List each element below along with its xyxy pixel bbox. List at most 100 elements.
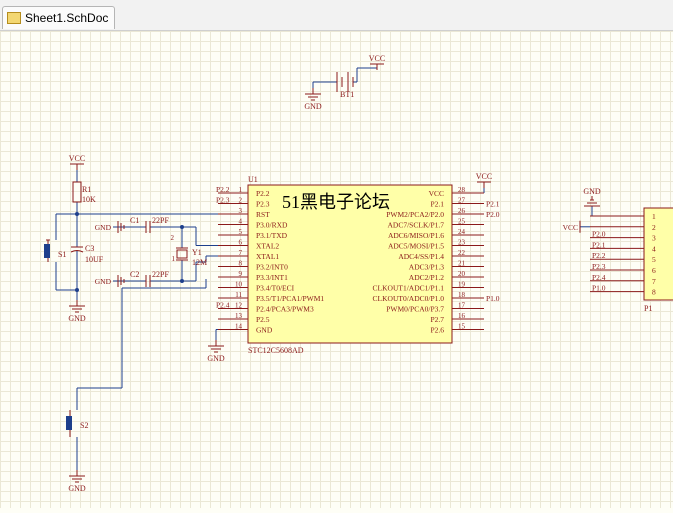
mcu-pin-number: 5 <box>239 228 243 236</box>
vcc-label: VCC <box>69 154 85 163</box>
mcu-pin-number: 19 <box>458 281 466 289</box>
p1-net-P1.0: P1.0 <box>592 284 606 293</box>
mcu-pin-number: 24 <box>458 228 466 236</box>
mcu-pin-number: 12 <box>235 302 243 310</box>
c2-designator: C2 <box>130 270 139 279</box>
mcu-pin-number: 8 <box>239 260 243 268</box>
mcu-pin-number: 16 <box>458 312 466 320</box>
p1-pin-number: 6 <box>652 266 656 275</box>
mcu-pin-number: 11 <box>235 291 242 299</box>
mcu-pin-number: 6 <box>239 239 243 247</box>
p1-gnd-symbol <box>584 196 600 207</box>
p1-pin-number: 2 <box>652 223 656 232</box>
mcu-pin-number: 2 <box>239 197 243 205</box>
mcu-pin-name-25: ADC7/SCLK/P1.7 <box>388 221 445 230</box>
mcu-pin-number: 22 <box>458 249 466 257</box>
mcu-pin-number: 27 <box>458 197 466 205</box>
mcu-net-P2.1: P2.1 <box>486 200 500 209</box>
mcu-pin-name-19: CLKOUT1/ADC1/P1.1 <box>373 284 445 293</box>
s1-designator: S1 <box>58 250 66 259</box>
mcu-pin-name-20: ADC2/P1.2 <box>409 273 444 282</box>
mcu-pin-name-7: XTAL1 <box>256 252 279 261</box>
y1-pin1: 1 <box>172 255 176 263</box>
r1-body <box>72 181 82 203</box>
gnd-label: GND <box>68 314 86 323</box>
gnd-label: GND <box>207 354 225 363</box>
mcu-pin-name-18: CLKOUT0/ADC0/P1.0 <box>373 294 445 303</box>
s2-actuator <box>66 416 72 430</box>
mcu-pin-name-15: P2.6 <box>430 326 444 335</box>
mcu-pin-number: 21 <box>458 260 466 268</box>
mcu-pin-number: 4 <box>239 218 243 226</box>
y1-value: 12M <box>192 258 207 267</box>
mcu-gnd <box>208 340 224 353</box>
mcu-pin-number: 7 <box>239 249 243 257</box>
mcu-designator: U1 <box>248 175 258 184</box>
mcu-pin-name-16: P2.7 <box>430 315 444 324</box>
c3-designator: C3 <box>85 244 94 253</box>
p1-pin-number: 3 <box>652 234 656 243</box>
mcu-title-text: 51黑电子论坛 <box>282 192 390 212</box>
mcu-pin-number: 26 <box>458 207 466 215</box>
p1-pin-number: 4 <box>652 244 656 253</box>
mcu-pin-number: 3 <box>239 207 243 215</box>
s2-gnd <box>69 470 85 483</box>
mcu-pin-number: 20 <box>458 270 466 278</box>
bt1-designator: BT1 <box>340 90 354 99</box>
mcu-pin-name-22: ADC4/SS/P1.4 <box>398 252 444 261</box>
mcu-pin-name-1: P2.2 <box>256 189 270 198</box>
tab-sheet1-schdoc[interactable]: Sheet1.SchDoc <box>2 6 116 29</box>
mcu-pin-name-11: P3.5/T1/PCA1/PWM1 <box>256 294 324 303</box>
mcu-pin-name-27: P2.1 <box>430 200 444 209</box>
bt1-vcc <box>370 63 384 70</box>
mcu-pin-number: 1 <box>239 186 243 194</box>
mcu-pin-name-2: P2.3 <box>256 200 270 209</box>
mcu-pin-name-12: P2.4/PCA3/PWM3 <box>256 305 314 314</box>
mcu-pin-name-14: GND <box>256 326 273 335</box>
p1-net-P2.3: P2.3 <box>592 262 606 271</box>
mcu-pin-name-23: ADC5/MOSI/P1.5 <box>388 242 444 251</box>
p1-designator: P1 <box>644 304 652 313</box>
mcu-pin-number: 13 <box>235 312 243 320</box>
p1-gnd-label: GND <box>583 187 601 196</box>
reset-vcc <box>70 163 84 170</box>
mcu-pin-number: 14 <box>235 323 243 331</box>
mcu-net-P1.0: P1.0 <box>486 294 500 303</box>
mcu-pin-name-24: ADC6/MISO/P1.6 <box>388 231 444 240</box>
p1-pin-number: 5 <box>652 255 656 264</box>
mcu-part: STC12C5608AD <box>248 346 304 355</box>
vcc-label: VCC <box>369 54 385 63</box>
mcu-pin-number: 18 <box>458 291 466 299</box>
mcu-net-P2.4: P2.4 <box>216 301 230 310</box>
c2-value: 22PF <box>152 270 169 279</box>
s1-actuator <box>44 244 50 258</box>
mcu-pin-number: 15 <box>458 323 466 331</box>
p1-pin-number: 8 <box>652 288 656 297</box>
mcu-pin-name-6: XTAL2 <box>256 242 279 251</box>
r1-value: 10K <box>82 195 96 204</box>
p1-net-P2.4: P2.4 <box>592 273 606 282</box>
mcu-pin-number: 17 <box>458 302 466 310</box>
bt1-gnd <box>305 88 321 101</box>
mcu-pin-name-5: P3.1/TXD <box>256 231 288 240</box>
mcu-net-P2.3: P2.3 <box>216 196 230 205</box>
y1-body <box>176 249 188 259</box>
y1-pin2: 2 <box>171 234 175 242</box>
mcu-pin-name-8: P3.2/INT0 <box>256 263 288 272</box>
p1-net-P2.2: P2.2 <box>592 251 606 260</box>
mcu-pin-name-3: RST <box>256 210 270 219</box>
mcu-pin-name-26: PWM2/PCA2/P2.0 <box>386 210 444 219</box>
mcu-pin-name-4: P3.0/RXD <box>256 221 288 230</box>
mcu-pin-name-17: PWM0/PCA0/P3.7 <box>386 305 444 314</box>
p1-body <box>643 207 673 301</box>
mcu-net-P2.2: P2.2 <box>216 185 230 194</box>
gnd-label: GND <box>68 484 86 493</box>
s2-designator: S2 <box>80 421 88 430</box>
p1-net-P2.1: P2.1 <box>592 240 606 249</box>
r1-designator: R1 <box>82 185 91 194</box>
gnd-label: GND <box>304 102 322 111</box>
c1-gnd-label: GND <box>95 223 112 232</box>
mcu-pin-number: 28 <box>458 186 466 194</box>
